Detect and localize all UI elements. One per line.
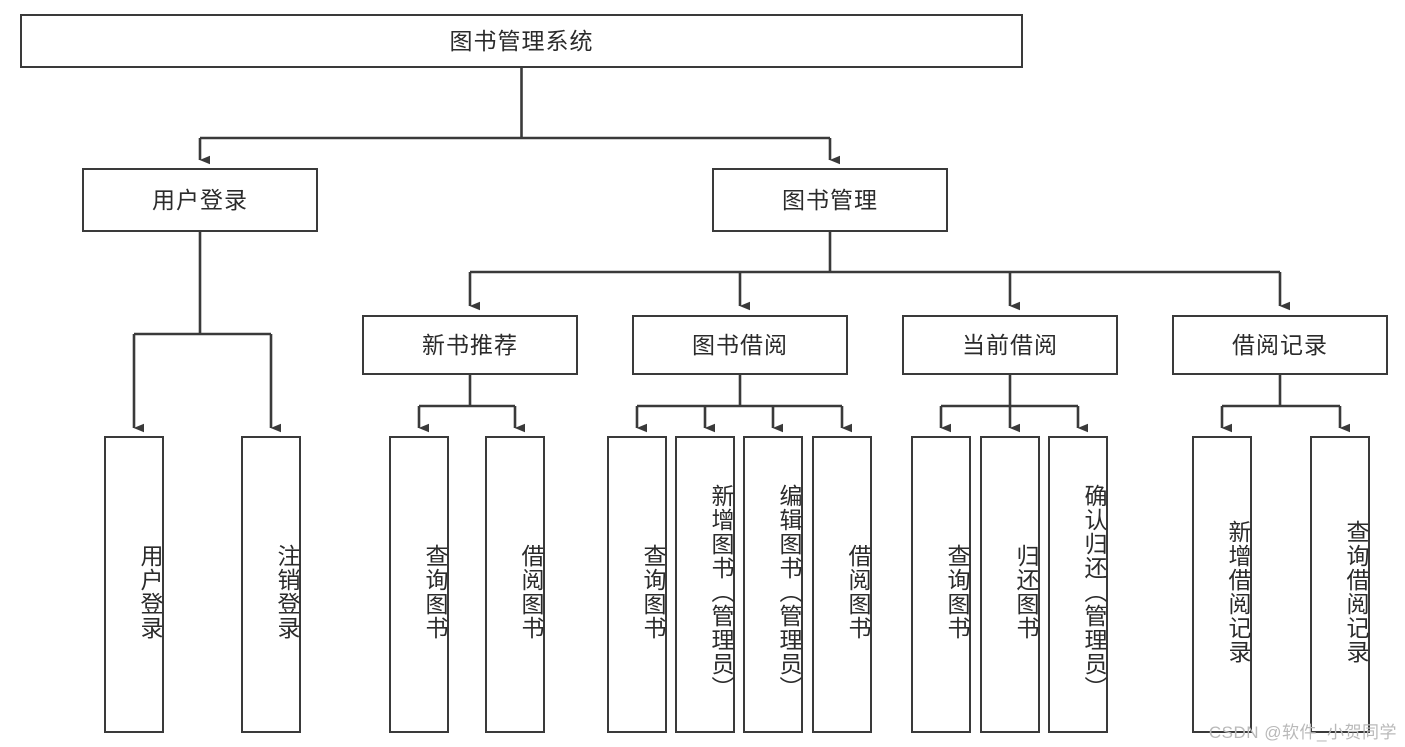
node-label: 查询图书: [640, 543, 666, 640]
node-book-manage[interactable]: 图书管理: [712, 168, 948, 232]
node-label: 借阅记录: [1232, 331, 1328, 358]
leaf-borrow-book-recommend[interactable]: 借阅图书: [485, 436, 545, 733]
leaf-add-book-admin[interactable]: 新增图书（管理员）: [675, 436, 735, 733]
leaf-user-login[interactable]: 用户登录: [104, 436, 164, 733]
node-label: 当前借阅: [962, 331, 1058, 358]
node-label: 查询图书: [422, 543, 448, 640]
node-label: 借阅图书: [518, 543, 544, 640]
node-label: 新增图书（管理员）: [708, 483, 734, 700]
node-current-borrow[interactable]: 当前借阅: [902, 315, 1118, 375]
node-label: 编辑图书（管理员）: [776, 483, 802, 700]
node-label: 归还图书: [1013, 543, 1039, 640]
node-label: 查询图书: [944, 543, 970, 640]
leaf-edit-book-admin[interactable]: 编辑图书（管理员）: [743, 436, 803, 733]
node-new-book-recommend[interactable]: 新书推荐: [362, 315, 578, 375]
node-borrow-record[interactable]: 借阅记录: [1172, 315, 1388, 375]
node-label: 图书管理系统: [449, 27, 594, 54]
leaf-confirm-return-admin[interactable]: 确认归还（管理员）: [1048, 436, 1108, 733]
node-label: 用户登录: [137, 543, 163, 640]
node-label: 新书推荐: [422, 331, 518, 358]
leaf-query-book-current[interactable]: 查询图书: [911, 436, 971, 733]
node-user-login[interactable]: 用户登录: [82, 168, 318, 232]
leaf-query-borrow-record[interactable]: 查询借阅记录: [1310, 436, 1370, 733]
leaf-borrow-book-borrow[interactable]: 借阅图书: [812, 436, 872, 733]
node-label: 图书管理: [782, 186, 878, 213]
node-label: 注销登录: [274, 543, 300, 640]
leaf-add-borrow-record[interactable]: 新增借阅记录: [1192, 436, 1252, 733]
node-label: 查询借阅记录: [1343, 519, 1369, 664]
node-label: 确认归还（管理员）: [1081, 483, 1107, 700]
node-label: 用户登录: [152, 186, 248, 213]
csdn-watermark: CSDN @软件_小贺同学: [1208, 723, 1397, 742]
node-label: 借阅图书: [845, 543, 871, 640]
leaf-query-book-borrow[interactable]: 查询图书: [607, 436, 667, 733]
leaf-logout-login[interactable]: 注销登录: [241, 436, 301, 733]
node-root-system[interactable]: 图书管理系统: [20, 14, 1023, 68]
leaf-return-book[interactable]: 归还图书: [980, 436, 1040, 733]
node-label: 新增借阅记录: [1225, 519, 1251, 664]
node-book-borrow[interactable]: 图书借阅: [632, 315, 848, 375]
node-label: 图书借阅: [692, 331, 788, 358]
leaf-query-book-recommend[interactable]: 查询图书: [389, 436, 449, 733]
